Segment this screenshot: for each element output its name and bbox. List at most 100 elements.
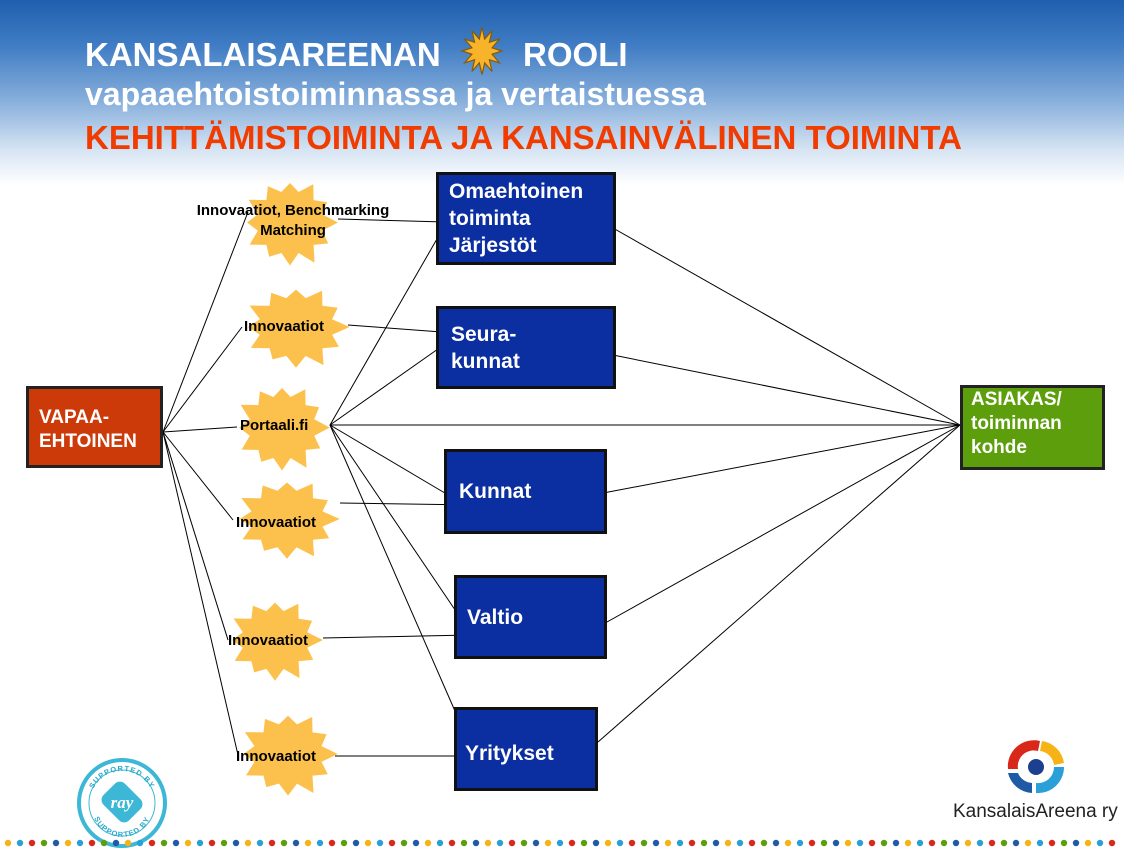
footer-dot bbox=[940, 839, 948, 847]
footer-dot bbox=[1024, 839, 1032, 847]
org-box-valtio: Valtio bbox=[454, 575, 607, 659]
header-banner: KANSALAISAREENAN ROOLI vapaaehtoistoimin… bbox=[0, 0, 1124, 185]
footer-dot bbox=[988, 839, 996, 847]
ray-supported-by-logo: SUPPORTED BY SUPPORTED BY ray bbox=[77, 758, 167, 848]
connector-line bbox=[162, 426, 238, 433]
footer-dot bbox=[388, 839, 396, 847]
footer-dot bbox=[412, 839, 420, 847]
org-box-jarjestot: Omaehtoinen toiminta Järjestöt bbox=[436, 172, 616, 265]
footer-dot bbox=[436, 839, 444, 847]
footer-dot bbox=[544, 839, 552, 847]
footer-dot bbox=[580, 839, 588, 847]
footer-dot bbox=[772, 839, 780, 847]
section-heading: KEHITTÄMISTOIMINTA JA KANSAINVÄLINEN TOI… bbox=[85, 119, 962, 156]
footer-dot bbox=[316, 839, 324, 847]
footer-dot bbox=[856, 839, 864, 847]
footer-dot bbox=[460, 839, 468, 847]
burst-label-benchmarking: Innovaatiot, Benchmarking Matching bbox=[196, 202, 390, 239]
subtitle: vapaaehtoistoiminnassa ja vertaistuessa bbox=[85, 76, 706, 112]
footer-dot bbox=[1048, 839, 1056, 847]
footer-dot bbox=[616, 839, 624, 847]
footer-dot bbox=[784, 839, 792, 847]
footer-dot bbox=[232, 839, 240, 847]
footer-dot bbox=[292, 839, 300, 847]
connector-line bbox=[162, 431, 229, 641]
footer-dot bbox=[748, 839, 756, 847]
footer-dot bbox=[220, 839, 228, 847]
org-name: KansalaisAreena ry bbox=[953, 801, 1118, 822]
innovation-burst bbox=[239, 482, 340, 559]
footer-dot bbox=[352, 839, 360, 847]
footer-dot bbox=[760, 839, 768, 847]
footer-dot bbox=[820, 839, 828, 847]
footer-dot bbox=[364, 839, 372, 847]
footer-dot bbox=[868, 839, 876, 847]
footer-dot bbox=[124, 839, 132, 847]
footer-dot bbox=[340, 839, 348, 847]
footer-dot bbox=[880, 839, 888, 847]
footer-dot bbox=[148, 839, 156, 847]
footer-dot bbox=[904, 839, 912, 847]
footer-dot bbox=[40, 839, 48, 847]
connector-line bbox=[597, 424, 961, 628]
innovation-burst bbox=[243, 715, 338, 796]
footer-dot bbox=[172, 839, 180, 847]
footer-dot bbox=[712, 839, 720, 847]
footer-dot bbox=[508, 839, 516, 847]
footer-dot bbox=[592, 839, 600, 847]
footer-dot bbox=[808, 839, 816, 847]
dotted-footer-border bbox=[4, 839, 1116, 847]
footer-dot bbox=[568, 839, 576, 847]
org-box-yritykset: Yritykset bbox=[454, 707, 598, 791]
burst-label-innovaatiot: Innovaatiot bbox=[244, 318, 325, 335]
footer-dot bbox=[496, 839, 504, 847]
footer-dot bbox=[244, 839, 252, 847]
connector-line bbox=[597, 351, 961, 426]
footer-dot bbox=[376, 839, 384, 847]
footer-dot bbox=[700, 839, 708, 847]
footer-dot bbox=[184, 839, 192, 847]
footer-dot bbox=[112, 839, 120, 847]
footer-dot bbox=[196, 839, 204, 847]
innovation-burst bbox=[247, 183, 338, 266]
footer-dot bbox=[1108, 839, 1116, 847]
title-left: KANSALAISAREENAN bbox=[85, 36, 441, 73]
footer-dot bbox=[4, 839, 12, 847]
page-title: KANSALAISAREENAN ROOLI bbox=[85, 26, 628, 76]
footer-dot bbox=[676, 839, 684, 847]
footer-dot bbox=[256, 839, 264, 847]
footer-dot bbox=[64, 839, 72, 847]
ray-logo-text: ray bbox=[111, 793, 134, 812]
footer-dot bbox=[892, 839, 900, 847]
connector-line bbox=[329, 424, 473, 751]
star-burst-icon bbox=[460, 27, 504, 75]
connector-line bbox=[597, 424, 961, 743]
burst-label-innovaatiot: Innovaatiot bbox=[236, 748, 317, 765]
footer-dot bbox=[976, 839, 984, 847]
footer-dot bbox=[832, 839, 840, 847]
footer-dot bbox=[604, 839, 612, 847]
burst-label-portaali: Portaali.fi bbox=[240, 417, 309, 434]
connector-line bbox=[597, 424, 961, 495]
portal-burst bbox=[239, 388, 330, 471]
footer-dot bbox=[1072, 839, 1080, 847]
connector-line bbox=[162, 326, 243, 433]
footer-dot bbox=[136, 839, 144, 847]
connector-line bbox=[162, 211, 249, 433]
footer-dot bbox=[1036, 839, 1044, 847]
footer-dot bbox=[52, 839, 60, 847]
innovation-burst bbox=[247, 289, 350, 368]
footer-dot bbox=[964, 839, 972, 847]
innovation-burst bbox=[232, 602, 323, 681]
burst-label-innovaatiot: Innovaatiot bbox=[228, 632, 309, 649]
burst-label-innovaatiot: Innovaatiot bbox=[236, 514, 317, 531]
connector-line bbox=[322, 634, 471, 639]
footer-dot bbox=[268, 839, 276, 847]
connector-line bbox=[329, 424, 471, 633]
footer-dot bbox=[328, 839, 336, 847]
footer-dot bbox=[448, 839, 456, 847]
footer-dot bbox=[652, 839, 660, 847]
footer-dot bbox=[844, 839, 852, 847]
footer-dot bbox=[88, 839, 96, 847]
